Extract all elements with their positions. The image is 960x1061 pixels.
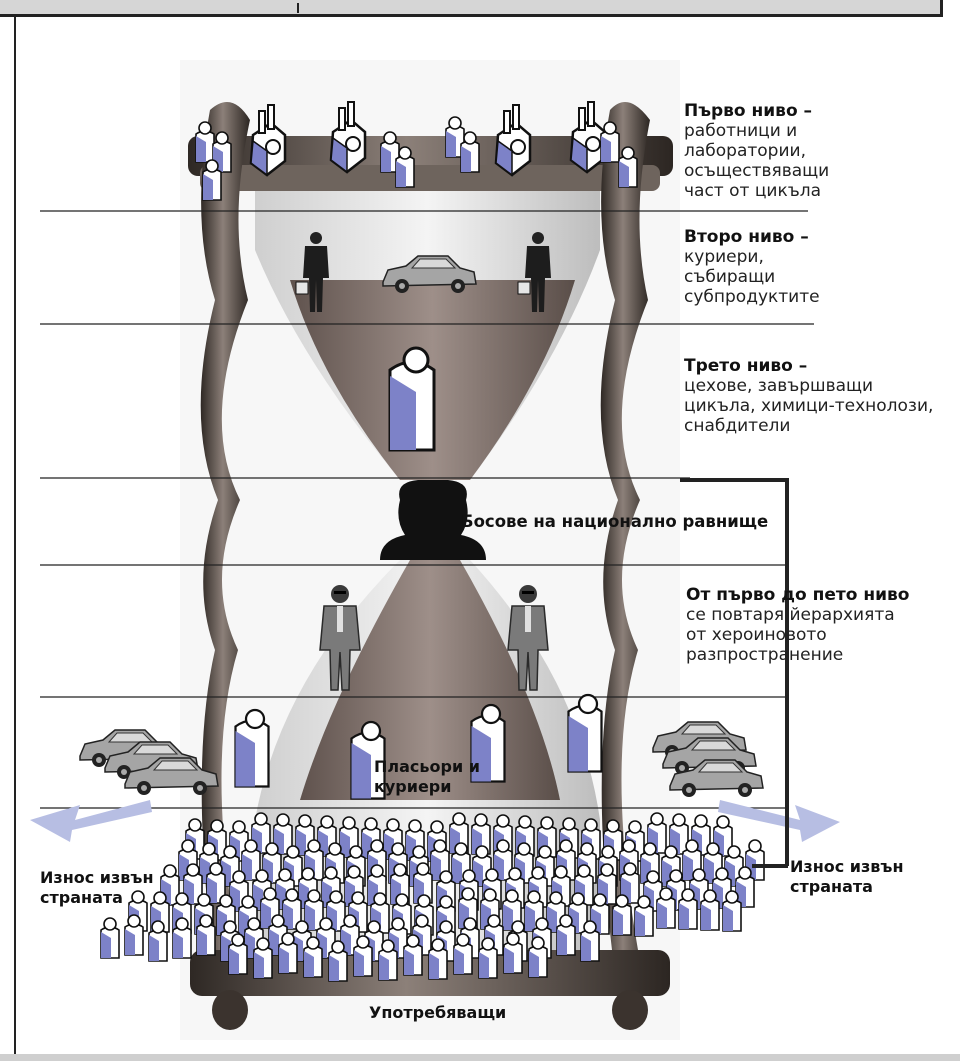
consumer-figure [581, 921, 599, 961]
consumer-figure [613, 895, 631, 935]
bosses-label: Босове на национално равнище [461, 512, 768, 531]
repeat-line: разпространение [686, 645, 909, 665]
consumer-figure [101, 918, 119, 958]
consumer-figure [504, 933, 522, 973]
level-3-line: цикъла, химици-технолози, [684, 396, 933, 416]
level-3-line: цехове, завършващи [684, 376, 933, 396]
level-1-line: осъществяващи [684, 161, 829, 181]
consumer-figure [254, 938, 272, 978]
export-right-label: Износ извън страната [790, 857, 930, 897]
consumer-figure [701, 890, 719, 930]
arrow-icon-left [30, 800, 152, 842]
level-3-label: Трето ниво – цехове, завършващи цикъла, … [684, 356, 933, 436]
consumer-figure [679, 889, 697, 929]
consumer-figure [229, 934, 247, 974]
hierarchy-bracket [785, 478, 789, 866]
consumer-figure [635, 896, 653, 936]
level-1-line: част от цикъла [684, 181, 829, 201]
consumer-figure [197, 915, 215, 955]
arrow-icon-right [718, 800, 840, 842]
consumer-figure [354, 936, 372, 976]
consumer-figure [173, 918, 191, 958]
export-left-label: Износ извън страната [40, 868, 180, 908]
consumer-figure [454, 934, 472, 974]
consumer-figure [657, 888, 675, 928]
consumer-figure [404, 935, 422, 975]
repeat-line: се повтаря йерархията [686, 605, 909, 625]
level-1-line: лаборатории, [684, 141, 829, 161]
hierarchy-bracket-bottom [752, 864, 788, 868]
level-1-line: работници и [684, 121, 829, 141]
consumer-figure [723, 891, 741, 931]
consumer-figure [279, 933, 297, 973]
consumer-figure [149, 921, 167, 961]
hierarchy-bracket-top [680, 478, 788, 482]
level-2-label: Второ ниво – куриери, събиращи субпродук… [684, 227, 820, 307]
level-1-title: Първо ниво – [684, 101, 829, 121]
level-2-line: субпродуктите [684, 287, 820, 307]
repeat-hierarchy-label: От първо до пето ниво се повтаря йерархи… [686, 585, 909, 665]
consumers-label: Употребяващи [369, 1003, 506, 1023]
consumer-figure [304, 937, 322, 977]
consumer-figure [429, 939, 447, 979]
consumer-figure [379, 940, 397, 980]
repeat-line: от хероиновото [686, 625, 909, 645]
export-cars-right [653, 722, 763, 797]
repeat-title: От първо до пето ниво [686, 585, 909, 605]
level-1-label: Първо ниво – работници и лаборатории, ос… [684, 101, 829, 201]
level-2-line: събиращи [684, 267, 820, 287]
level-2-line: куриери, [684, 247, 820, 267]
consumer-figure [125, 915, 143, 955]
level-3-line: снабдители [684, 416, 933, 436]
level-2-title: Второ ниво – [684, 227, 820, 247]
consumer-figure [479, 938, 497, 978]
consumer-figure [557, 915, 575, 955]
consumer-figure [529, 937, 547, 977]
level-3-title: Трето ниво – [684, 356, 933, 376]
dealers-label: Пласьори и куриери [374, 757, 514, 797]
consumer-figure [329, 941, 347, 981]
